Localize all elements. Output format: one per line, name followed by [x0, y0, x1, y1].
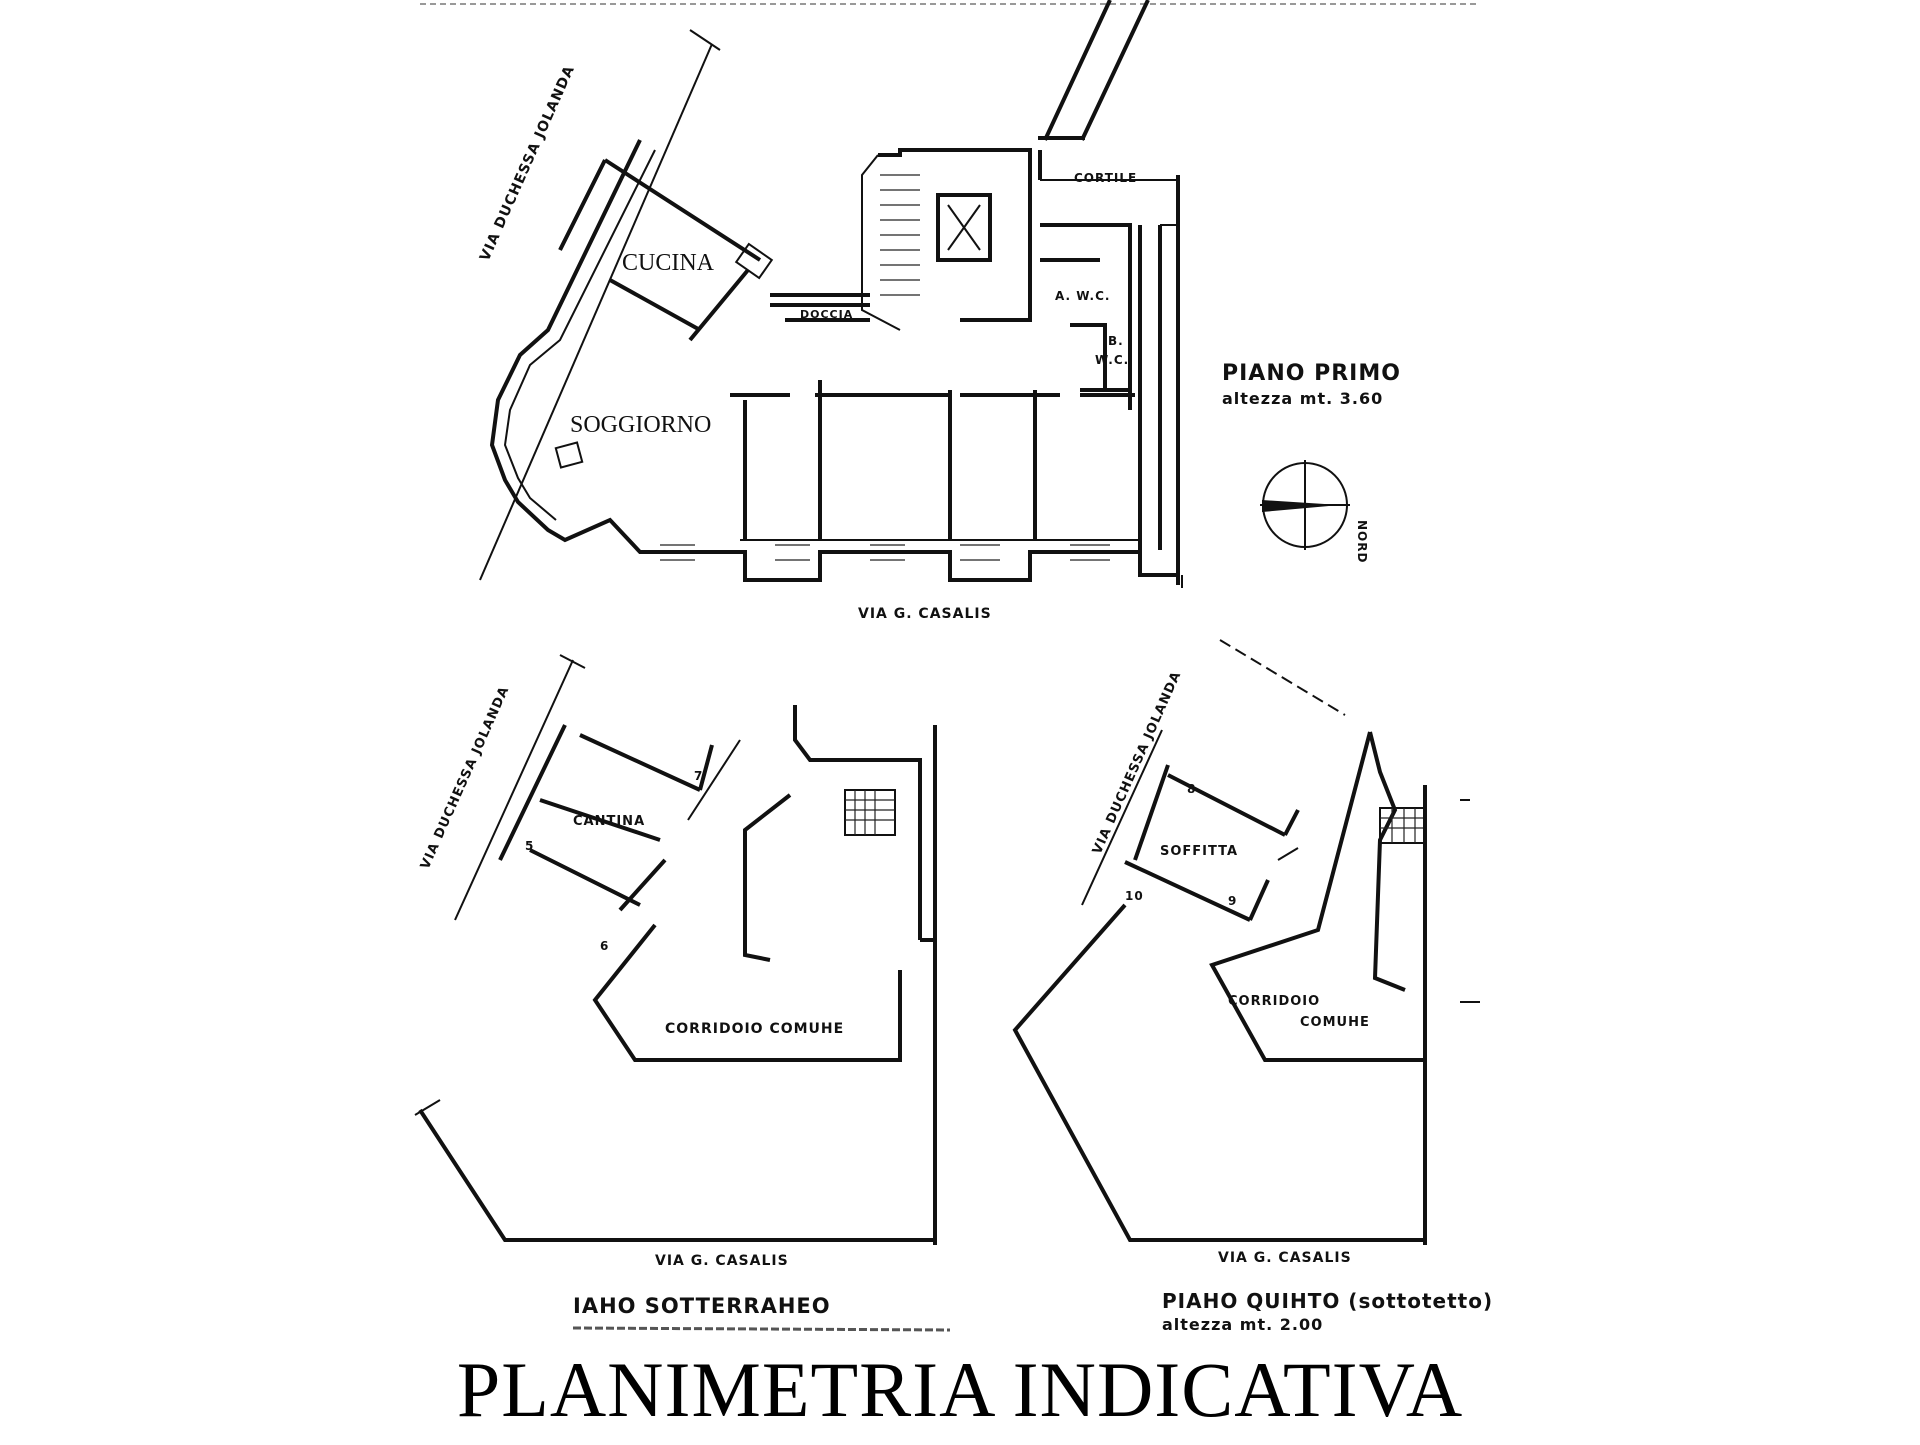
sott-core-upper: [793, 705, 922, 940]
quinto-outer-lower: [1012, 903, 1425, 1242]
room-label-soggiorno: SOGGIORNO: [570, 412, 711, 438]
primo-street-duchessa: VIA DUCHESSA JOLANDA: [477, 63, 578, 264]
neighbour-wall: [1043, 0, 1150, 141]
marker-7: 7: [694, 769, 703, 783]
room-label-doccia: DOCCIA: [800, 308, 853, 321]
quinto-street-casalis: VIA G. CASALIS: [1218, 1250, 1352, 1266]
sott-street-duchessa: VIA DUCHESSA JOLANDA: [418, 684, 513, 872]
doccia-walls: [770, 293, 870, 322]
sott-outer-lower: [418, 1108, 935, 1242]
stair-core-wall: [878, 148, 1032, 322]
sott-stair: [844, 789, 896, 836]
room-label-cucina: CUCINA: [622, 250, 715, 276]
quinto-top-line: [1219, 639, 1346, 716]
cantina-walls: [498, 724, 714, 912]
marker-9: 9: [1228, 894, 1237, 908]
front-windows: [660, 544, 1110, 561]
stair-treads: [880, 174, 920, 296]
room-label-soffitta: SOFFITTA: [1160, 844, 1238, 859]
room-label-corridoio-sott: CORRIDOIO COMUHE: [665, 1021, 844, 1037]
soffitta-walls: [1124, 764, 1300, 922]
front-room-partitions: [743, 380, 1037, 540]
piano-sotterraneo-plan: [414, 654, 937, 1245]
quinto-corridor: [1209, 731, 1427, 1062]
piano-quinto-height: altezza mt. 2.00: [1162, 1315, 1323, 1334]
piano-primo-height: altezza mt. 3.60: [1222, 389, 1383, 408]
piano-primo-title: PIANO PRIMO: [1222, 361, 1401, 386]
wc-walls: [1038, 150, 1132, 410]
north-compass: NORD: [1260, 460, 1369, 563]
sott-street-casalis: VIA G. CASALIS: [655, 1253, 789, 1269]
room-label-wc-a: A. W.C.: [1055, 289, 1110, 303]
cucina-walls: [558, 158, 762, 342]
duchessa-street-line: [479, 43, 713, 581]
sott-cut-note: [572, 1326, 951, 1332]
room-label-corridoio-quinto-1: CORRIDOIO: [1228, 994, 1320, 1009]
sott-corridor-lower: [592, 923, 902, 1062]
piano-quinto-plan: [1012, 639, 1480, 1245]
north-label: NORD: [1355, 520, 1369, 563]
page-title: PLANIMETRIA INDICATIVA: [456, 1346, 1464, 1433]
piano-sotterraneo-title: IAHO SOTTERRAHEO: [573, 1294, 831, 1318]
primo-street-casalis: VIA G. CASALIS: [858, 606, 992, 622]
marker-6: 6: [600, 939, 609, 953]
marker-8: 8: [1187, 782, 1196, 796]
room-label-corridoio-quinto-2: COMUHE: [1300, 1015, 1370, 1030]
room-label-wc-b-1: B.: [1108, 334, 1124, 348]
quinto-street-duchessa: VIA DUCHESSA JOLANDA: [1090, 669, 1185, 857]
marker-5: 5: [525, 839, 534, 853]
marker-10: 10: [1125, 889, 1144, 903]
sott-corridor-upper: [743, 793, 792, 962]
piano-quinto-title: PIAHO QUIHTO (sottotetto): [1162, 1289, 1493, 1313]
primo-east-wall: [1138, 175, 1180, 585]
sott-duchessa-line: [454, 659, 574, 921]
quinto-duchessa-line: [1081, 729, 1163, 906]
room-label-wc-b-2: W.C.: [1095, 353, 1129, 367]
primo-outer-wall: [489, 139, 1180, 582]
quinto-core: [1368, 731, 1406, 992]
room-label-cortile: CORTILE: [1074, 171, 1137, 185]
soggiorno-column: [554, 441, 584, 469]
piano-primo-plan: [479, 0, 1183, 588]
elevator-shaft: [936, 193, 992, 262]
room-label-cantina: CANTINA: [573, 814, 645, 829]
